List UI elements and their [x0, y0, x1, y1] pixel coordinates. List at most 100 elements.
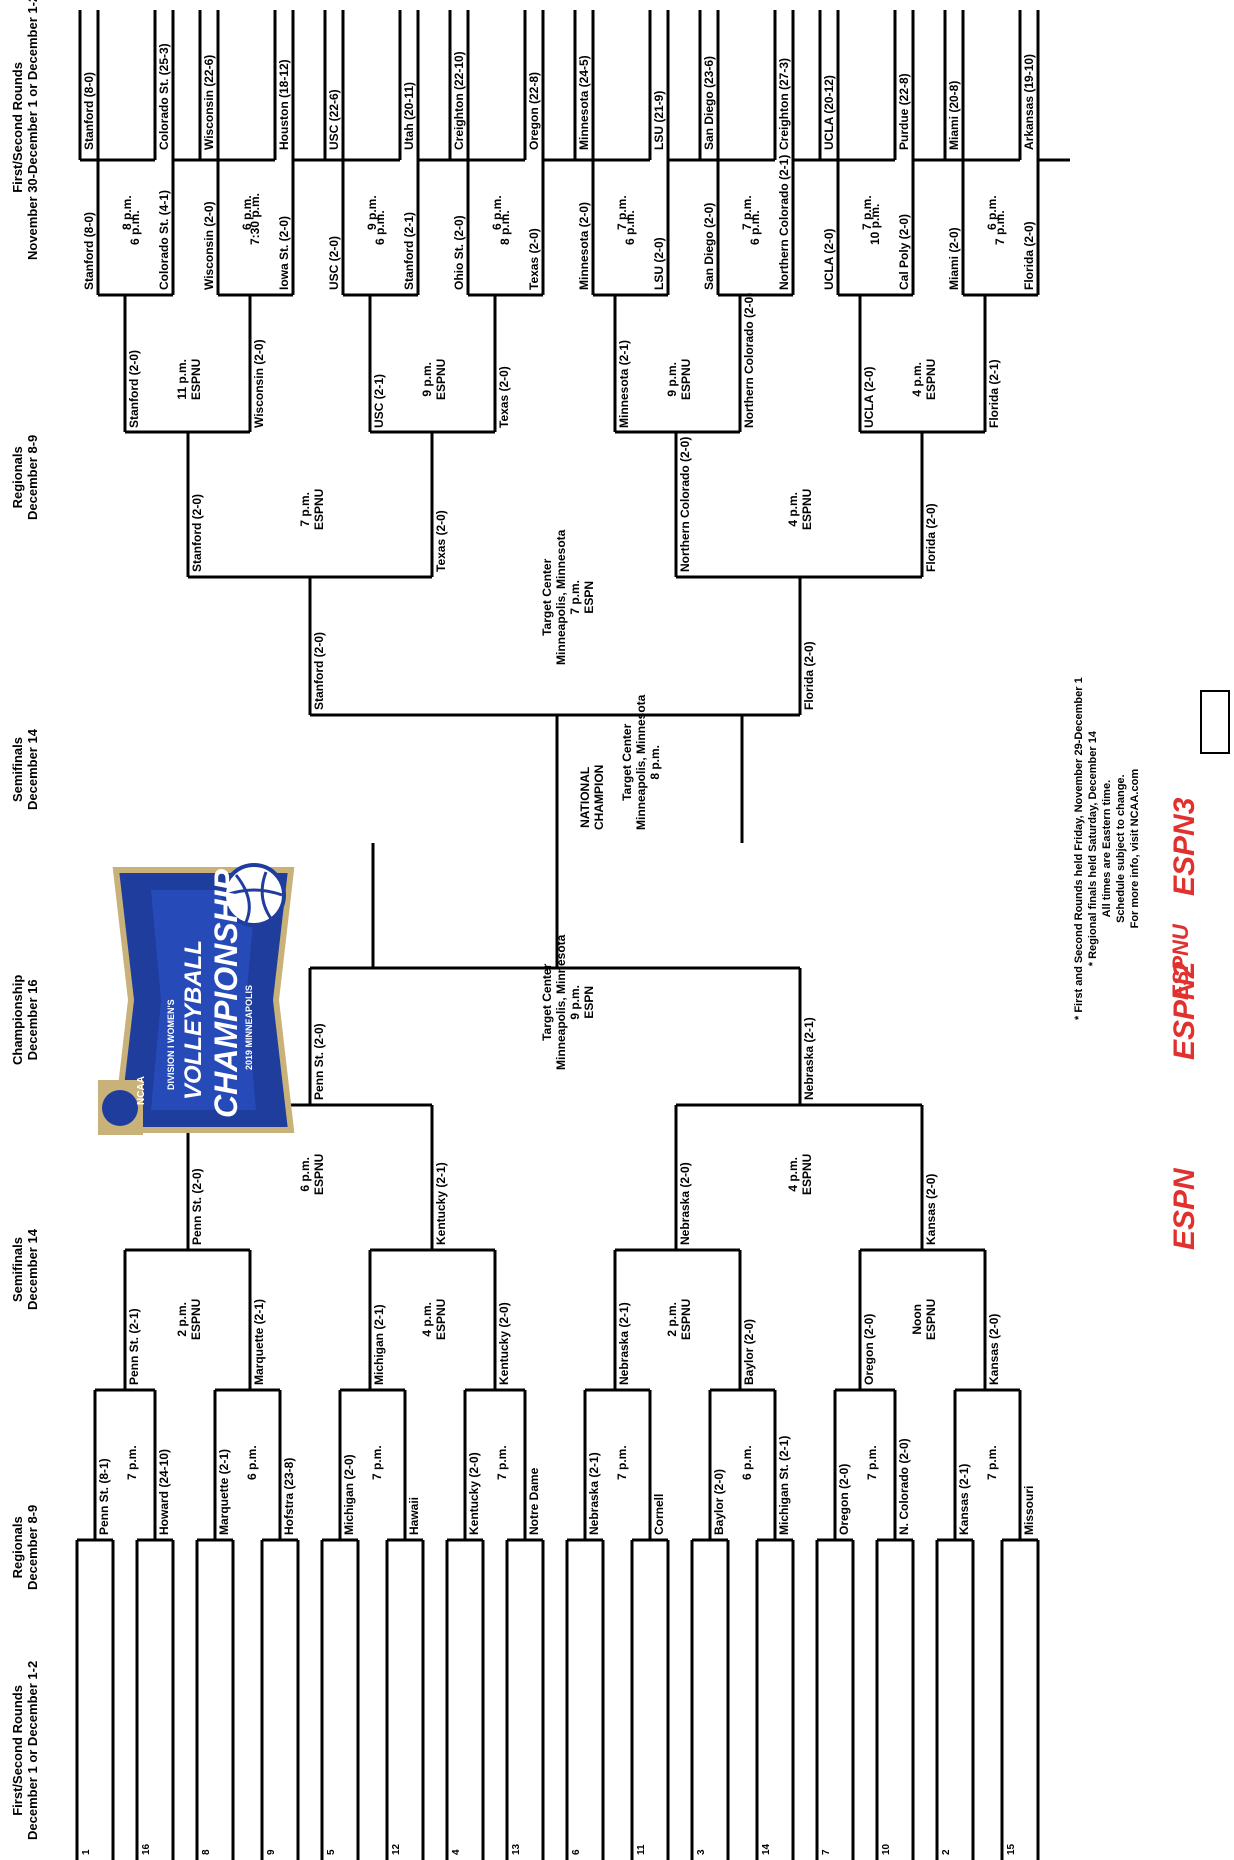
team-label: Kansas (2-0)	[987, 1313, 1001, 1385]
seed-number: 13	[511, 1843, 522, 1855]
team-label: Marquette (2-1)	[217, 1448, 231, 1535]
seed-number: 2	[941, 1849, 952, 1855]
team-label: USC (22-6)	[327, 89, 341, 150]
team-label: Florida (2-0)	[924, 503, 938, 572]
game-time: 6 p.m.	[623, 210, 637, 245]
network-espn: ESPN	[1168, 1168, 1201, 1250]
game-time: 4 p.m.ESPNU	[786, 488, 814, 530]
team-label: Hawaii	[407, 1496, 421, 1535]
team-label: Michigan (2-1)	[372, 1304, 386, 1385]
team-label: Michigan St. (2-1)	[777, 1435, 791, 1535]
note-line-4: Schedule subject to change.	[1115, 774, 1127, 923]
team-label: Marquette (2-1)	[252, 1298, 266, 1385]
team-label: Cal Poly (2-0)	[897, 213, 911, 290]
team-label: Oregon (2-0)	[862, 1313, 876, 1385]
broadcast-partner-logo	[1200, 690, 1230, 754]
note-line-1: * First and Second Rounds held Friday, N…	[1073, 677, 1085, 1020]
team-label: Miami (20-8)	[947, 80, 961, 150]
game-time: 7:30 p.m.	[248, 192, 262, 245]
note-line-2: * Regional finals held Saturday, Decembe…	[1087, 731, 1099, 967]
team-label: Wisconsin (2-0)	[202, 201, 216, 290]
seed-number: 4	[451, 1849, 462, 1855]
team-label: Wisconsin (22-6)	[202, 54, 216, 150]
seed-number: 16	[141, 1843, 152, 1855]
team-label: Texas (2-0)	[527, 228, 541, 290]
team-label: UCLA (2-0)	[862, 366, 876, 428]
team-label: Northern Colorado (2-1)	[777, 154, 791, 290]
team-label: Penn St. (2-0)	[190, 1168, 204, 1245]
game-time: 6 p.m.	[128, 210, 142, 245]
seed-number: 3	[696, 1849, 707, 1855]
team-label: Nebraska (2-1)	[802, 1017, 816, 1100]
team-label: Kansas (2-0)	[924, 1173, 938, 1245]
seed-number: 9	[266, 1849, 277, 1855]
game-time: 7 p.m.ESPNU	[298, 488, 326, 530]
logo-line1: DIVISION I WOMEN'S	[166, 999, 176, 1090]
team-label: Florida (2-0)	[1022, 221, 1036, 290]
team-label: Utah (20-11)	[402, 81, 416, 150]
game-time: 7 p.m.	[993, 210, 1007, 245]
team-label: Colorado St. (4-1)	[157, 189, 171, 290]
seed-number: 8	[201, 1849, 212, 1855]
seed-number: 1	[81, 1849, 92, 1855]
seed-number: 11	[636, 1844, 647, 1855]
game-time: 7 p.m.	[985, 1445, 999, 1480]
game-time: 7 p.m.	[865, 1445, 879, 1480]
game-time: 4 p.m.ESPNU	[420, 1298, 448, 1340]
team-label: Notre Dame	[527, 1467, 541, 1535]
team-label: Missouri	[1022, 1485, 1036, 1535]
game-time: 6 p.m.ESPNU	[298, 1153, 326, 1195]
bracket-notes: * First and Second Rounds held Friday, N…	[1072, 677, 1142, 1020]
team-label: Creighton (22-10)	[452, 51, 466, 150]
team-label: Northern Colorado (2-0)	[742, 292, 756, 428]
team-label: Kentucky (2-0)	[467, 1452, 481, 1535]
team-label: Oregon (2-0)	[837, 1463, 851, 1535]
team-label: LSU (21-9)	[652, 90, 666, 150]
team-label: Minnesota (2-1)	[617, 339, 631, 428]
team-label: Penn St. (8-1)	[97, 1458, 111, 1535]
seed-number: 7	[821, 1849, 832, 1855]
game-time: 7 p.m.	[370, 1445, 384, 1480]
team-label: Cornell	[652, 1493, 666, 1535]
team-label: Stanford (2-0)	[312, 632, 326, 710]
team-label: Baylor (2-0)	[742, 1318, 756, 1385]
team-label: Kentucky (2-0)	[497, 1302, 511, 1385]
team-label: Nebraska (2-0)	[678, 1162, 692, 1245]
championship-logo: NCAA DIVISION I WOMEN'S VOLLEYBALL CHAMP…	[96, 850, 311, 1150]
team-label: Baylor (2-0)	[712, 1468, 726, 1535]
team-label: Penn St. (2-0)	[312, 1023, 326, 1100]
game-time: 11 p.m.ESPNU	[175, 358, 203, 400]
game-time: 4 p.m.ESPNU	[910, 358, 938, 400]
logo-line3: CHAMPIONSHIP	[208, 869, 244, 1118]
team-label: Creighton (27-3)	[777, 57, 791, 150]
game-time: 6 p.m.	[245, 1445, 259, 1480]
team-label: Ohio St. (2-0)	[452, 215, 466, 290]
network-espnu: ESPNU	[1168, 924, 1193, 1000]
game-time: 7 p.m.	[495, 1445, 509, 1480]
game-time: 4 p.m.ESPNU	[786, 1153, 814, 1195]
team-label: Stanford (2-1)	[402, 212, 416, 290]
team-label: Howard (24-10)	[157, 1448, 171, 1535]
championship-logo-art	[98, 863, 295, 1135]
team-label: USC (2-1)	[372, 373, 386, 428]
team-label: Kansas (2-1)	[957, 1463, 971, 1535]
team-label: UCLA (20-12)	[822, 75, 836, 150]
game-time: 10 p.m.	[868, 203, 882, 245]
team-label: USC (2-0)	[327, 235, 341, 290]
game-time: 6 p.m.	[748, 210, 762, 245]
team-label: Northern Colorado (2-0)	[678, 436, 692, 572]
team-label: Penn St. (2-1)	[127, 1308, 141, 1385]
team-label: Houston (18-12)	[277, 59, 291, 150]
team-label: N. Colorado (2-0)	[897, 1438, 911, 1535]
